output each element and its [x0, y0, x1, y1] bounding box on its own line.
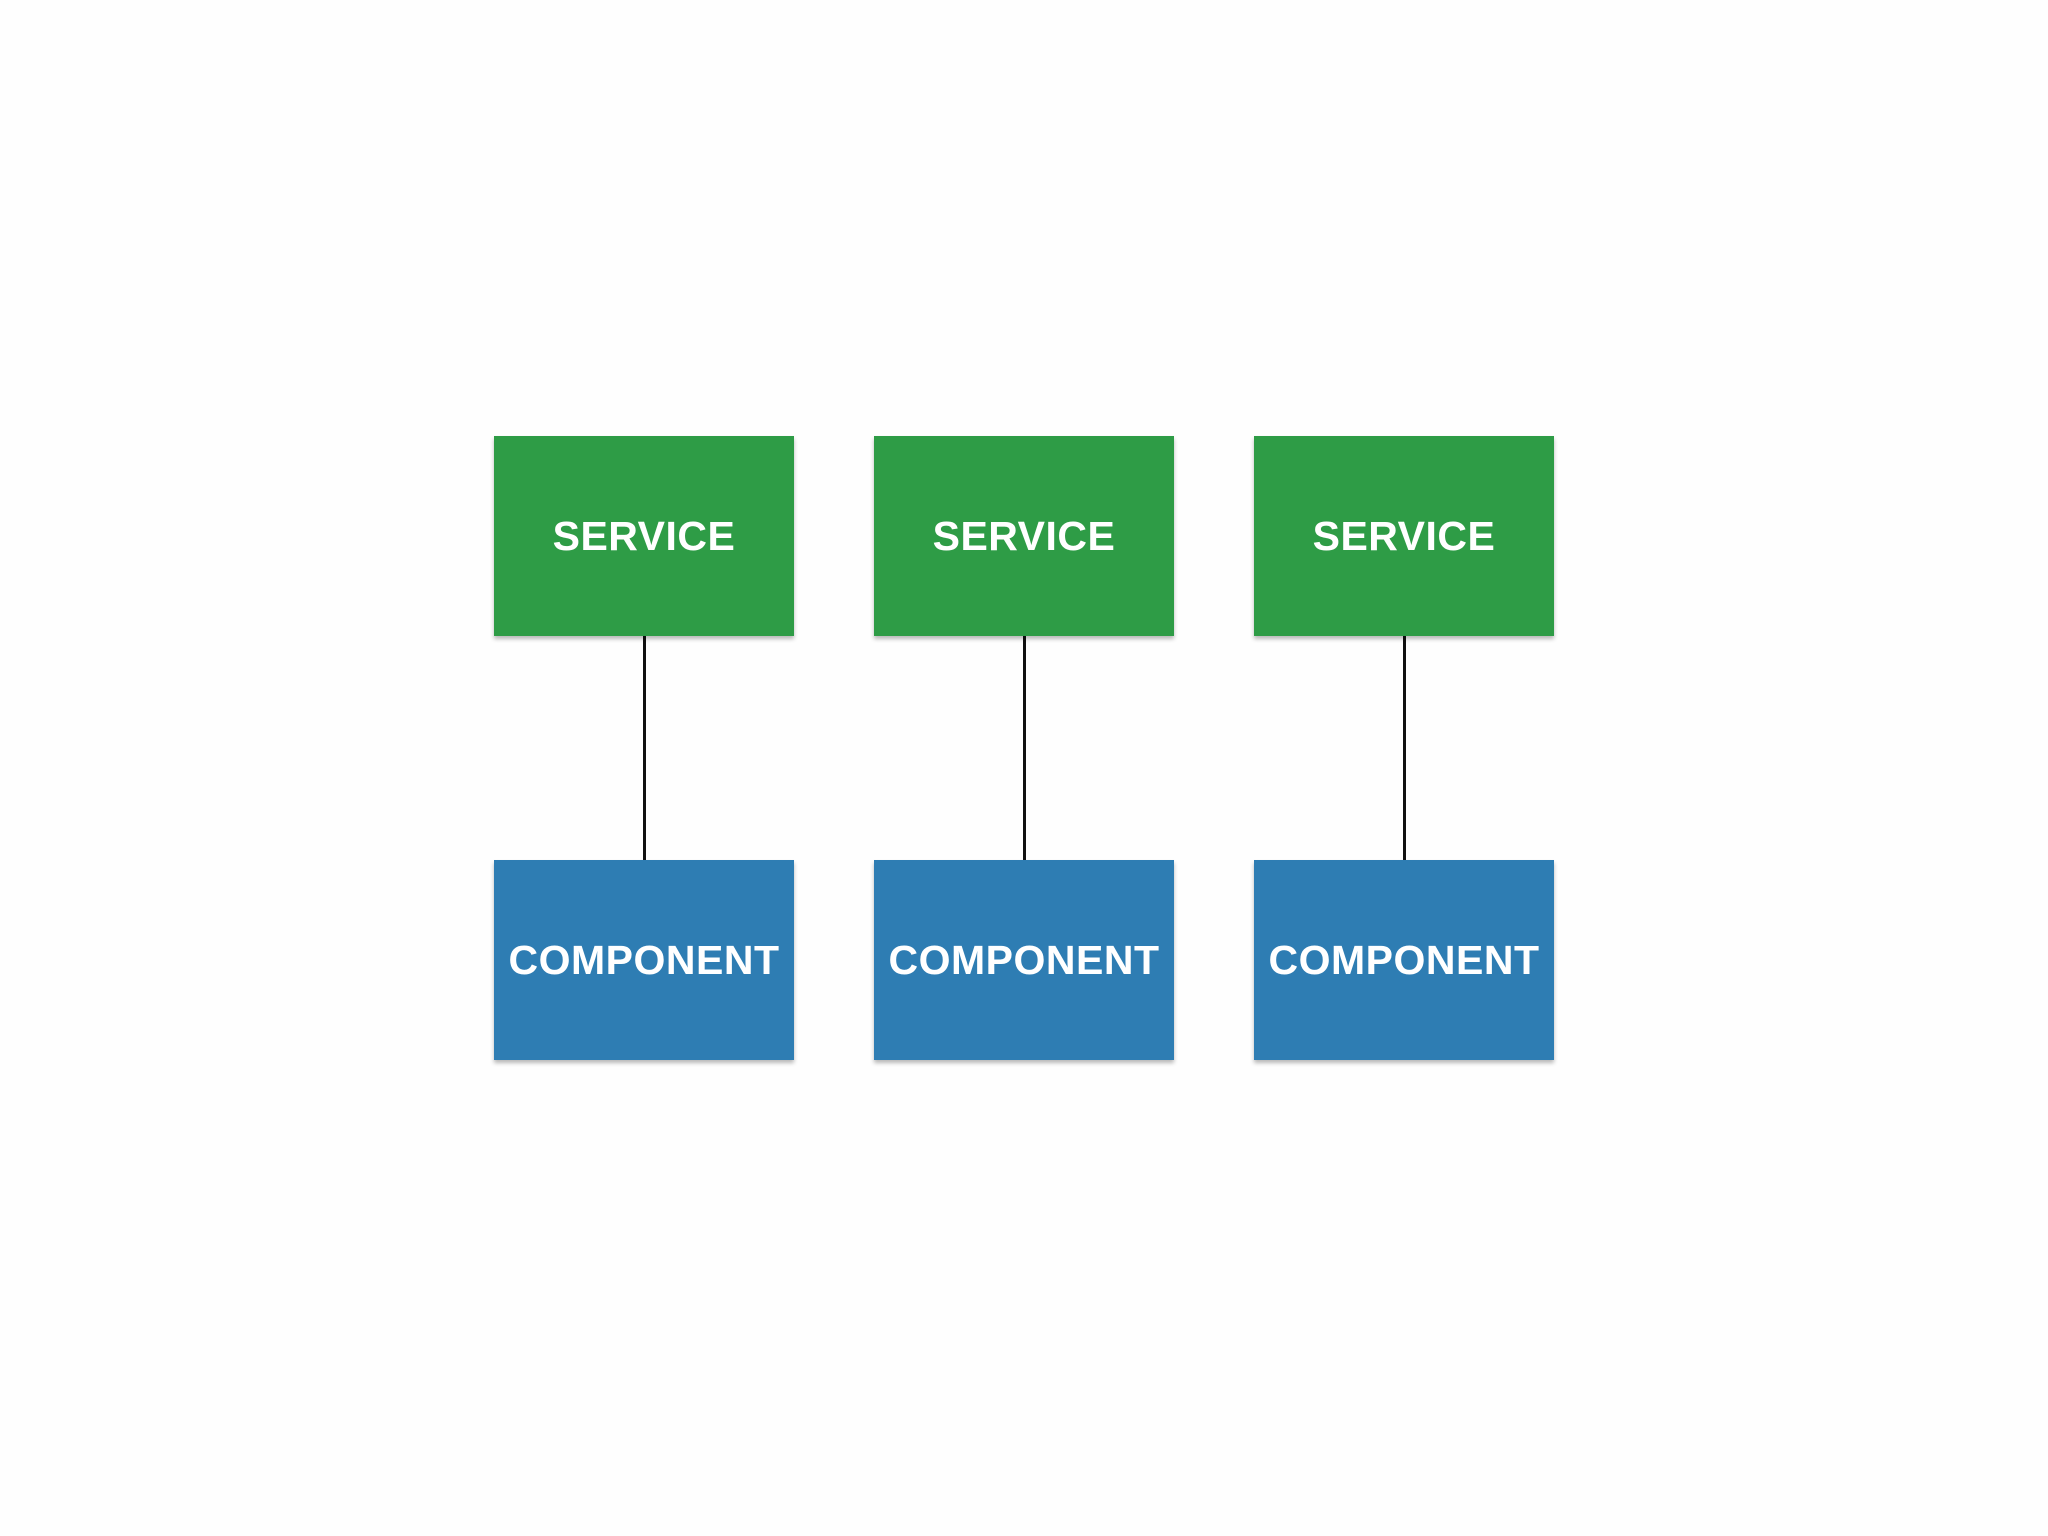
component-box-3: COMPONENT	[1254, 860, 1554, 1060]
service-label-2: SERVICE	[932, 512, 1116, 559]
service-box-2: SERVICE	[874, 436, 1174, 636]
service-label-1: SERVICE	[552, 512, 736, 559]
component-label-2: COMPONENT	[888, 936, 1160, 983]
component-label-1: COMPONENT	[508, 936, 780, 983]
connector-line-1	[643, 636, 646, 860]
connector-line-2	[1023, 636, 1026, 860]
component-label-3: COMPONENT	[1268, 936, 1540, 983]
component-box-2: COMPONENT	[874, 860, 1174, 1060]
service-label-3: SERVICE	[1312, 512, 1496, 559]
connector-line-3	[1403, 636, 1406, 860]
service-box-1: SERVICE	[494, 436, 794, 636]
service-box-3: SERVICE	[1254, 436, 1554, 636]
component-box-1: COMPONENT	[494, 860, 794, 1060]
